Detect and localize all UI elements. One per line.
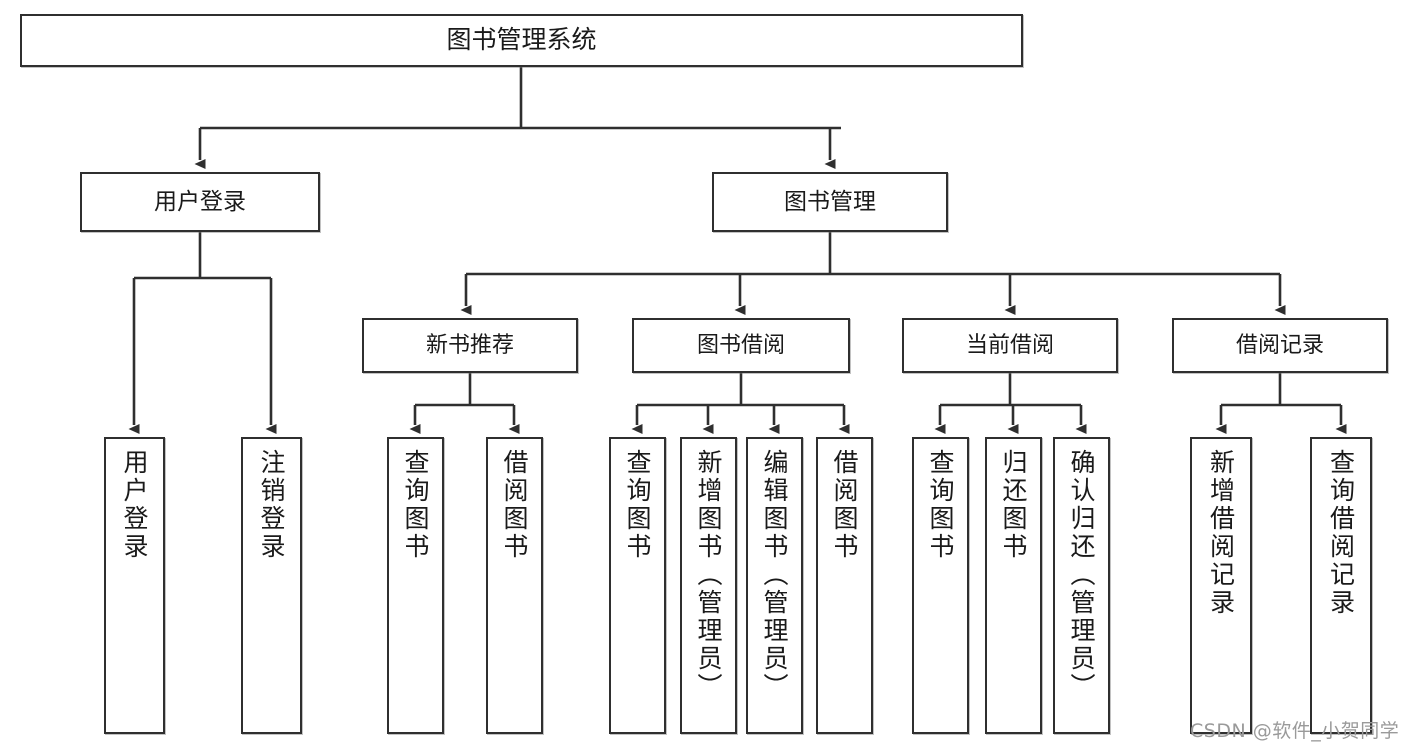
node-label: 查询图书 (623, 449, 652, 561)
node-book-management[interactable]: 图书管理 (712, 172, 948, 232)
leaf-node[interactable]: 编辑图书（管理员） (746, 437, 803, 734)
node-label: 借阅图书 (500, 449, 529, 561)
leaf-node[interactable]: 新增借阅记录 (1190, 437, 1252, 734)
node-label: 借阅记录 (1235, 332, 1324, 358)
node-label: 借阅图书 (830, 449, 859, 561)
node-label: 归还图书 (999, 449, 1028, 561)
node-root-system[interactable]: 图书管理系统 (20, 14, 1023, 67)
watermark-text: CSDN @软件_小贺同学 (1190, 720, 1400, 742)
node-label: 用户登录 (120, 449, 149, 561)
node-label: 新增图书（管理员） (694, 449, 723, 701)
leaf-node[interactable]: 注销登录 (241, 437, 302, 734)
node-label: 当前借阅 (965, 332, 1054, 358)
node-label: 查询图书 (926, 449, 955, 561)
node-borrow-record[interactable]: 借阅记录 (1172, 318, 1388, 373)
leaf-node[interactable]: 查询借阅记录 (1310, 437, 1372, 734)
leaf-node[interactable]: 确认归还（管理员） (1053, 437, 1110, 734)
leaf-node[interactable]: 借阅图书 (816, 437, 873, 734)
node-label: 新书推荐 (425, 332, 514, 358)
leaf-node[interactable]: 查询图书 (387, 437, 444, 734)
leaf-node[interactable]: 查询图书 (912, 437, 969, 734)
leaf-node[interactable]: 用户登录 (104, 437, 165, 734)
node-label: 查询借阅记录 (1326, 449, 1356, 617)
node-label: 图书管理系统 (446, 25, 597, 55)
node-book-borrow[interactable]: 图书借阅 (632, 318, 850, 373)
node-current-borrow[interactable]: 当前借阅 (902, 318, 1118, 373)
node-label: 确认归还（管理员） (1067, 449, 1096, 701)
node-label: 图书借阅 (696, 332, 785, 358)
leaf-node[interactable]: 新增图书（管理员） (680, 437, 737, 734)
node-label: 新增借阅记录 (1206, 449, 1236, 617)
node-label: 查询图书 (401, 449, 430, 561)
node-label: 图书管理 (784, 188, 876, 215)
leaf-node[interactable]: 查询图书 (609, 437, 666, 734)
leaf-node[interactable]: 归还图书 (985, 437, 1042, 734)
node-new-book-recommend[interactable]: 新书推荐 (362, 318, 578, 373)
node-user-login[interactable]: 用户登录 (80, 172, 320, 232)
node-label: 用户登录 (154, 188, 246, 215)
leaf-node[interactable]: 借阅图书 (486, 437, 543, 734)
node-label: 注销登录 (257, 449, 286, 561)
node-label: 编辑图书（管理员） (760, 449, 789, 701)
